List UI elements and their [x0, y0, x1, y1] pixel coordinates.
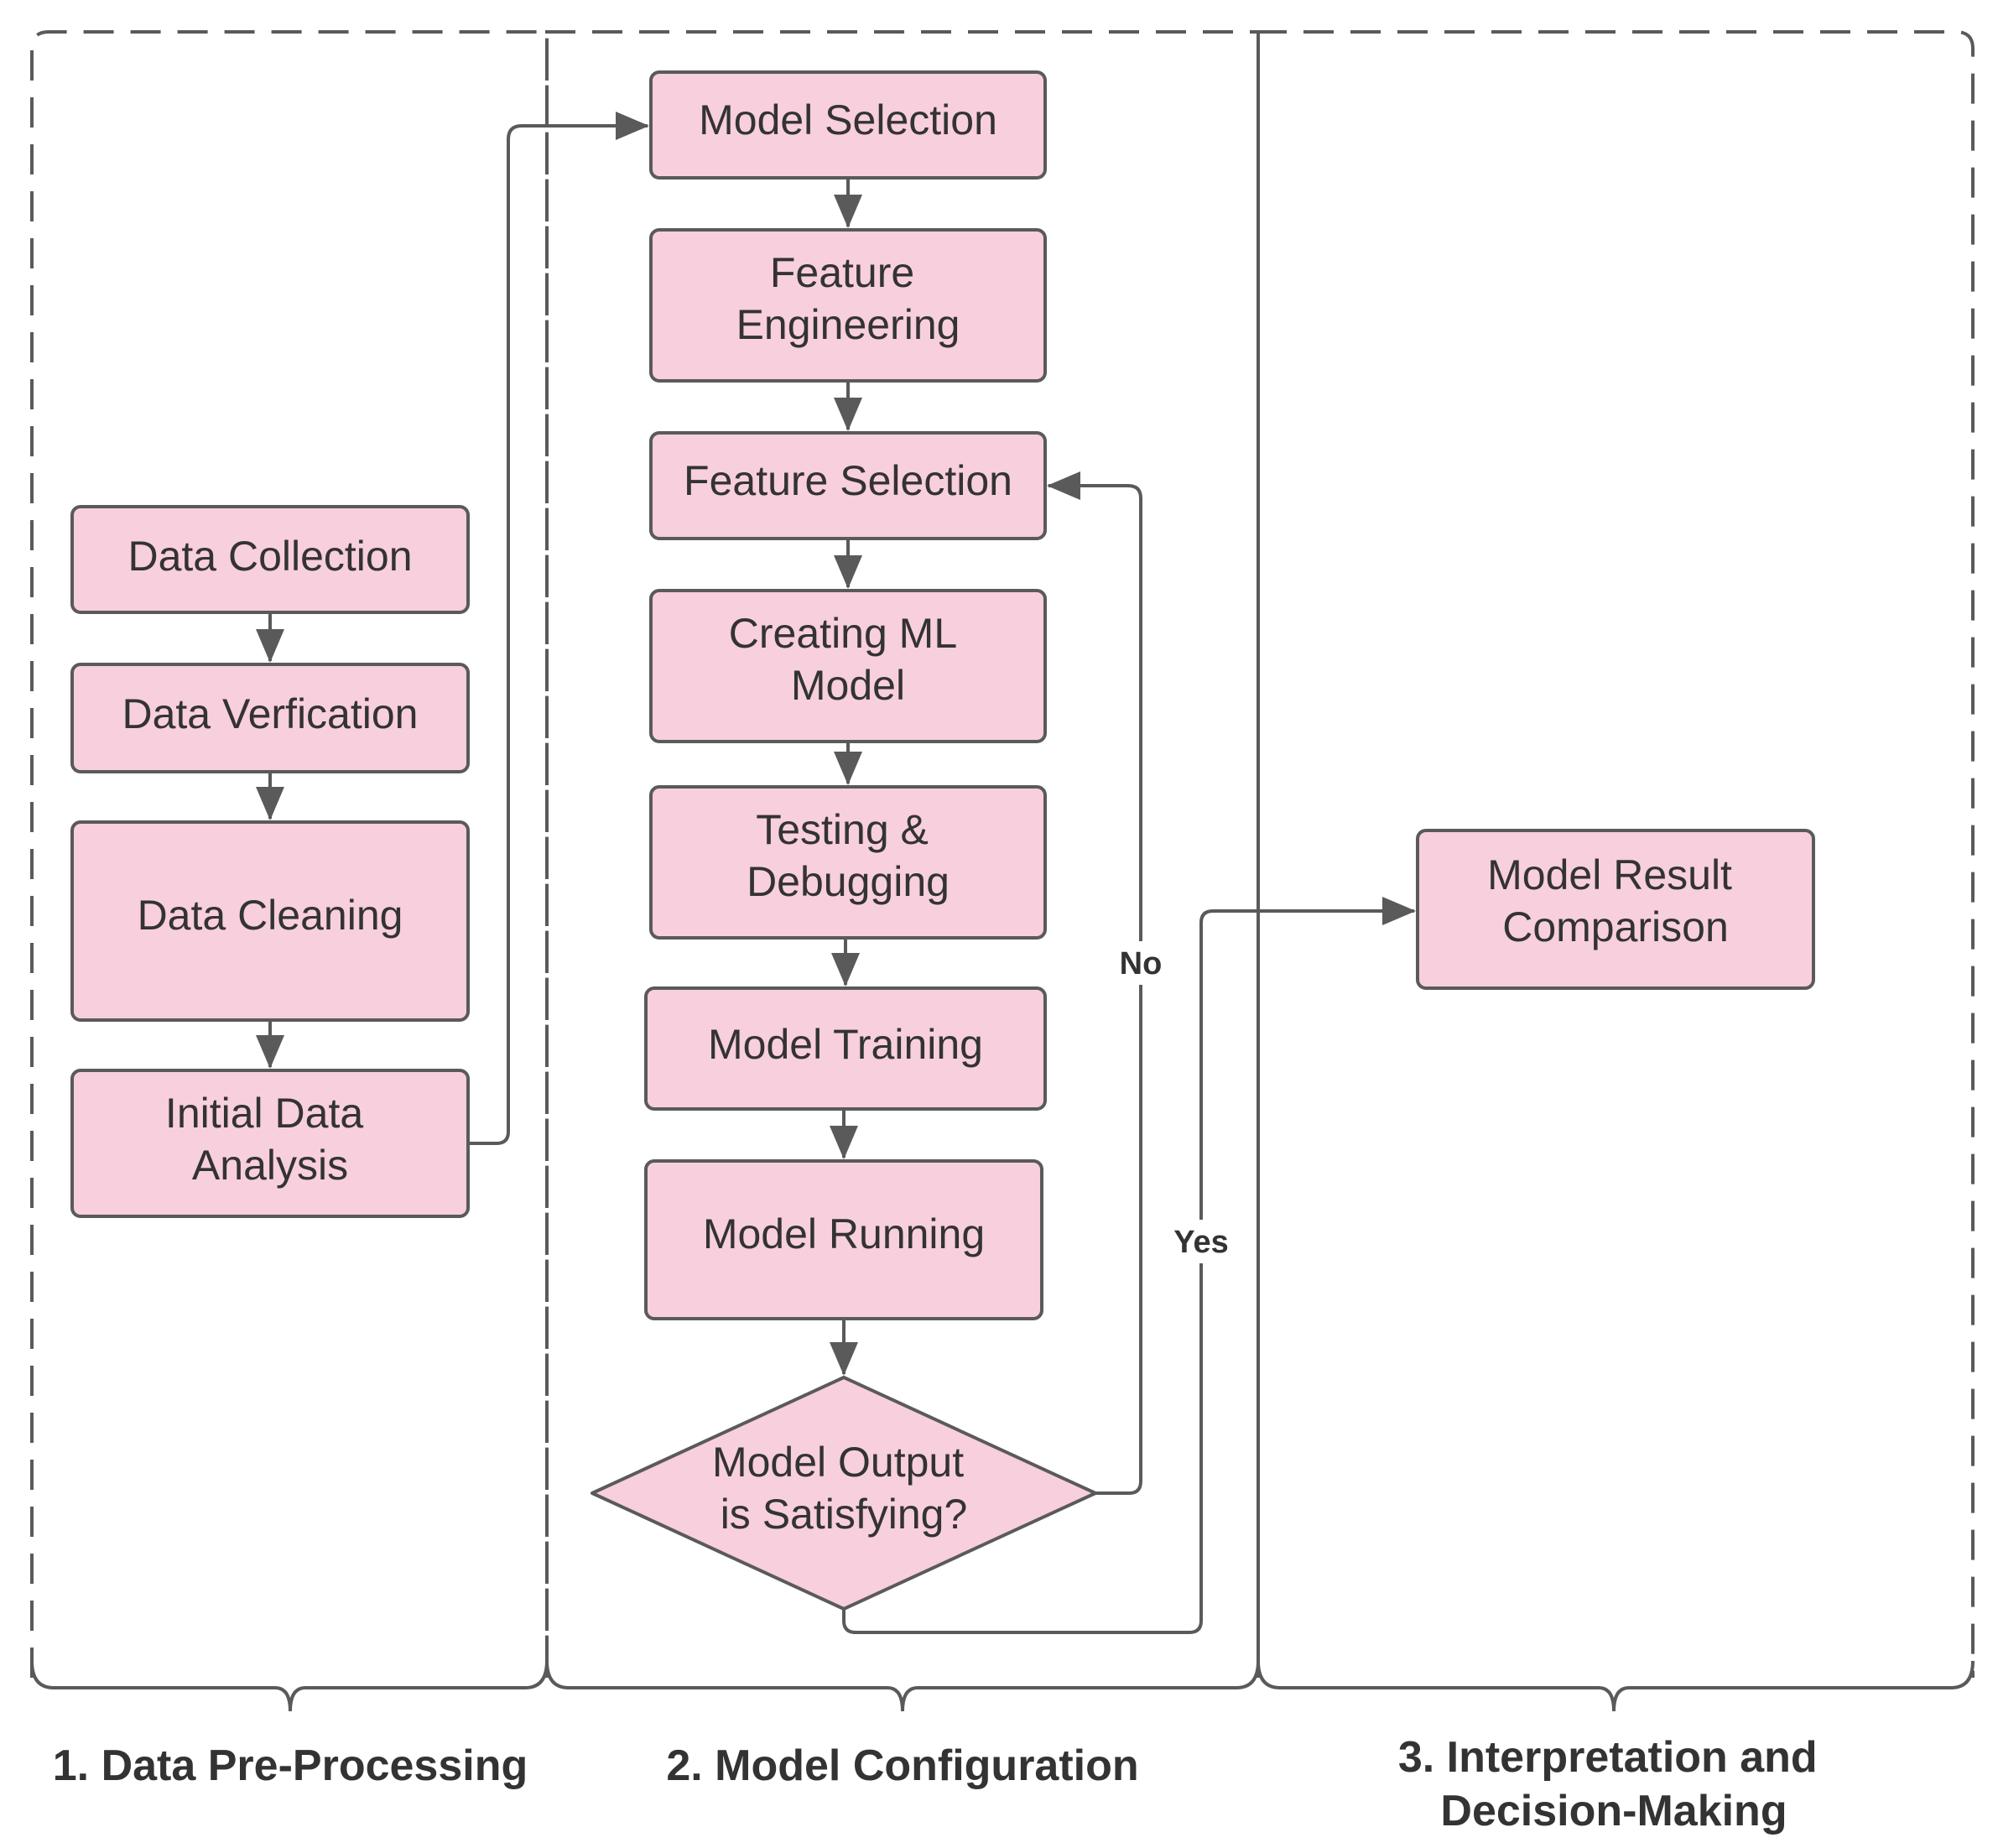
node-label-line: Analysis: [192, 1142, 348, 1189]
node-label: Model Running: [703, 1210, 985, 1257]
node-testing-debugging: Testing & Debugging: [649, 785, 1047, 940]
node-data-verification: Data Verfication: [70, 663, 470, 773]
node-label: Model Training: [708, 1021, 983, 1068]
edge-label-no: No: [1120, 946, 1163, 981]
node-label-line: Testing &: [756, 806, 929, 853]
node-label-line: Debugging: [747, 858, 950, 905]
arrow-analysis-to-model-selection: [468, 112, 649, 1145]
node-label-line: Creating ML: [729, 610, 957, 657]
node-label: Model Output is Satisfying?: [712, 1439, 976, 1538]
yes-label-bg: [1168, 1220, 1235, 1263]
node-label: Model Selection: [699, 96, 997, 143]
node-decision-output-satisfying: Model Output is Satisfying?: [591, 1376, 1097, 1611]
node-model-running: Model Running: [644, 1159, 1043, 1320]
node-label: Data Verfication: [122, 690, 419, 737]
brace-preprocessing: [30, 1660, 549, 1712]
node-initial-data-analysis: Initial Data Analysis: [70, 1069, 470, 1218]
node-label: Model Result Comparison: [1487, 851, 1744, 950]
node-label-line: Comparison: [1502, 903, 1729, 950]
node-label-line: Model Result: [1487, 851, 1732, 898]
node-label: Initial Data Analysis: [165, 1090, 375, 1189]
section-braces: [30, 1660, 1975, 1712]
node-feature-selection: Feature Selection: [649, 431, 1047, 540]
brace-configuration: [545, 1660, 1260, 1712]
node-model-training: Model Training: [644, 986, 1047, 1111]
section-frame-interpretation: [1257, 30, 1975, 1678]
node-model-selection: Model Selection: [649, 70, 1047, 180]
section-frames: [30, 30, 1975, 1678]
node-creating-ml-model: Creating ML Model: [649, 589, 1047, 743]
node-label: Creating ML Model: [729, 610, 967, 709]
connectors-column-2: [830, 178, 862, 1376]
node-label-line: Model: [791, 662, 905, 709]
brace-interpretation: [1257, 1660, 1975, 1712]
section-label-line: 3. Interpretation and: [1398, 1733, 1818, 1782]
node-data-cleaning: Data Cleaning: [70, 820, 470, 1022]
section-label-line: Decision-Making: [1440, 1787, 1787, 1835]
node-label-line: is Satisfying?: [721, 1491, 968, 1538]
section-frame-preprocessing: [30, 30, 549, 1678]
node-label: Feature Engineering: [736, 249, 960, 348]
node-label-line: Initial Data: [165, 1090, 363, 1137]
arrow-no-to-feature-selection: [1047, 471, 1142, 1495]
node-label: Testing & Debugging: [747, 806, 950, 905]
node-model-result-comparison: Model Result Comparison: [1416, 829, 1815, 990]
edge-label-yes: Yes: [1173, 1225, 1229, 1260]
arrow-yes-to-result-comparison: [842, 897, 1416, 1634]
no-label-bg: [1114, 941, 1168, 985]
node-feature-engineering: Feature Engineering: [649, 228, 1047, 383]
node-label: Data Cleaning: [138, 892, 403, 939]
node-label-line: Engineering: [736, 301, 960, 348]
section-frame-configuration: [545, 30, 1260, 1678]
section-label-preprocessing: 1. Data Pre-Processing: [53, 1741, 528, 1790]
section-label-configuration: 2. Model Configuration: [666, 1741, 1138, 1790]
section-label-interpretation: 3. Interpretation and Decision-Making: [1398, 1733, 1829, 1835]
node-data-collection: Data Collection: [70, 505, 470, 614]
node-label: Data Collection: [127, 533, 412, 580]
node-label: Feature Selection: [684, 457, 1012, 504]
node-label-line: Feature: [770, 249, 914, 296]
node-label-line: Model Output: [712, 1439, 964, 1486]
